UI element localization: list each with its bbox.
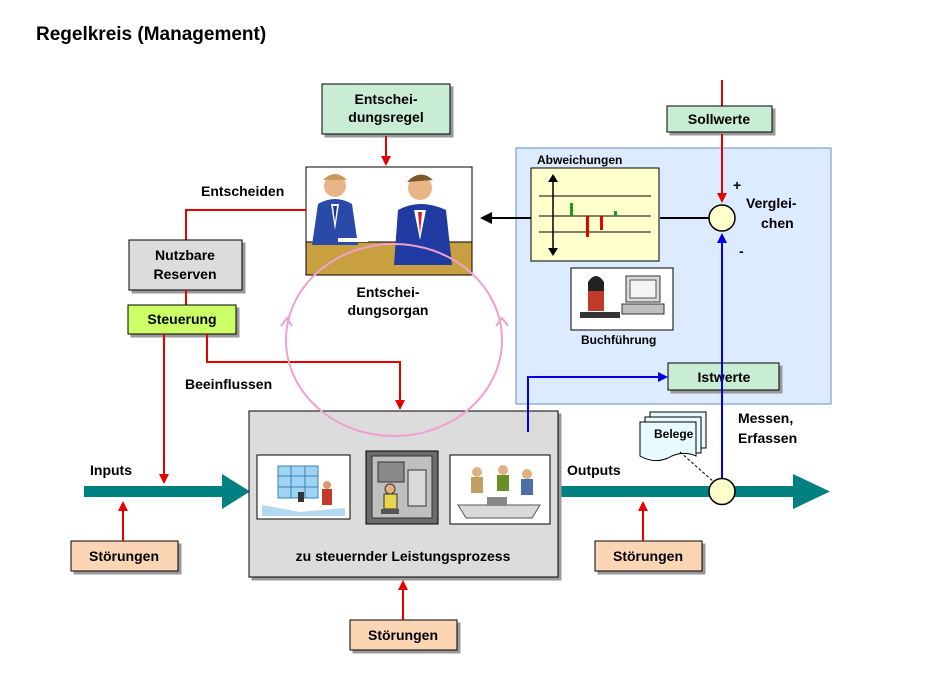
setpoint-label: Sollwerte <box>688 111 750 127</box>
decision-organ-line1: Entschei- <box>356 284 419 300</box>
reserves-box <box>128 239 243 291</box>
influence-label: Beeinflussen <box>185 376 272 392</box>
team-meeting-clipart-icon <box>449 454 551 525</box>
decide-label: Entscheiden <box>201 183 284 199</box>
disturbance-right-label: Störungen <box>613 548 683 564</box>
disturbance-left-label: Störungen <box>89 548 159 564</box>
outputs-label: Outputs <box>567 462 621 478</box>
plus-sign: + <box>733 177 741 193</box>
reserves-line2: Reserven <box>153 266 216 282</box>
compare-line1: Verglei- <box>746 195 797 211</box>
control-label: Steuerung <box>147 311 216 327</box>
reserves-line1: Nutzbare <box>155 247 215 263</box>
feedback-loop-circle <box>280 243 509 437</box>
decision-rule-line1: Entschei- <box>354 91 417 107</box>
disturbance-box-right <box>594 540 703 572</box>
decide-line <box>185 209 306 240</box>
disturbance-box-bottom <box>349 619 458 651</box>
process-label: zu steuernder Leistungsprozess <box>296 548 511 564</box>
accountant-clipart-icon <box>570 267 674 331</box>
control-box <box>127 304 237 335</box>
comparator-circle <box>708 204 736 232</box>
measurement-point <box>708 477 736 506</box>
decision-rule-box <box>321 83 451 135</box>
meeting-clipart-icon <box>305 166 473 276</box>
setpoint-box <box>666 105 773 133</box>
disturbance-box-left <box>70 540 179 572</box>
page-title: Regelkreis (Management) <box>36 24 266 45</box>
decision-rule-line2: dungsregel <box>348 109 423 125</box>
measure-line1: Messen, <box>738 410 793 426</box>
minus-sign: - <box>739 243 744 259</box>
actual-values-label: Istwerte <box>698 369 751 385</box>
documents-icon <box>639 411 715 483</box>
compare-line2: chen <box>761 215 794 231</box>
machine-operator-clipart-icon <box>365 450 439 525</box>
receipts-label: Belege <box>654 427 694 441</box>
decision-organ-line2: dungsorgan <box>348 302 429 318</box>
measure-line2: Erfassen <box>738 430 797 446</box>
deviation-chart <box>530 167 660 262</box>
worker-clipart-icon <box>256 454 351 520</box>
deviations-label: Abweichungen <box>537 153 622 167</box>
bookkeeping-label: Buchführung <box>581 333 656 347</box>
disturbance-bottom-label: Störungen <box>368 627 438 643</box>
process-to-actual-arrow <box>527 372 668 432</box>
influence-arrow <box>206 334 405 410</box>
actual-values-box <box>667 362 780 391</box>
main-flow-arrow <box>84 474 830 509</box>
inputs-label: Inputs <box>90 462 132 478</box>
